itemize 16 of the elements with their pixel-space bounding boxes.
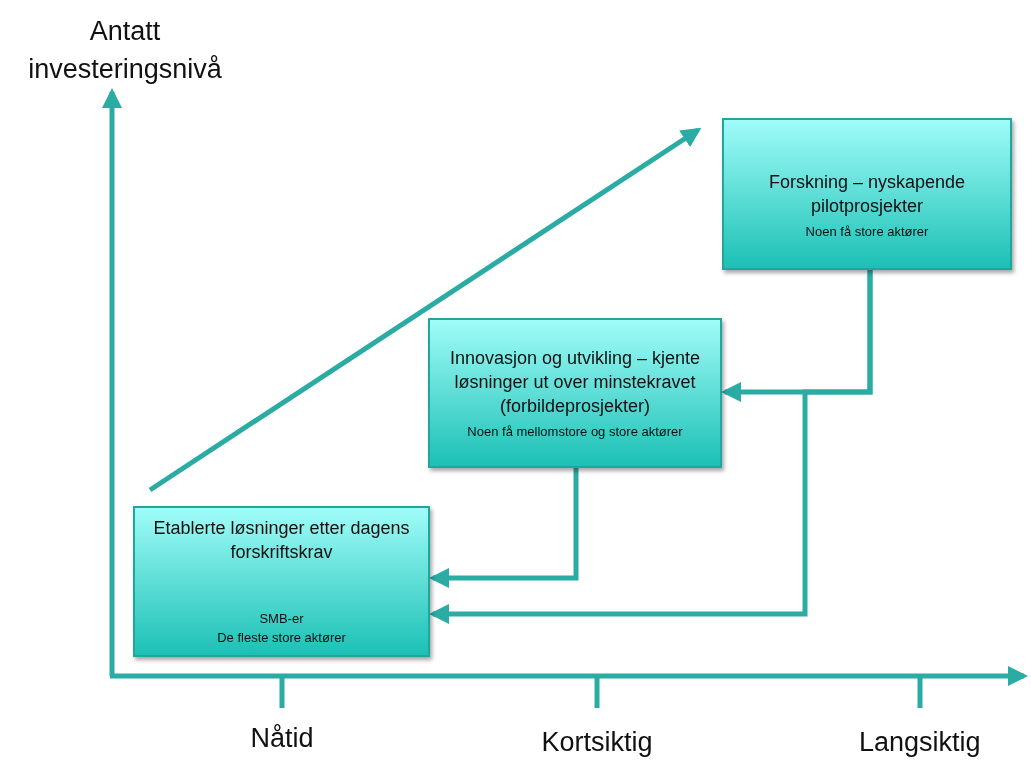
axis-label: Kortsiktig bbox=[541, 726, 653, 758]
stage-box bbox=[722, 118, 1012, 270]
actor-note: Noen få store aktører bbox=[805, 223, 929, 241]
axis-label: Nåtid bbox=[250, 722, 314, 754]
arrow bbox=[429, 468, 579, 588]
arrow bbox=[429, 270, 873, 624]
axis-title: Antatt investeringsnivå bbox=[27, 15, 223, 86]
actor-note: De fleste store aktører bbox=[217, 629, 346, 647]
actor-note: Noen få mellomstore og store aktører bbox=[467, 422, 683, 441]
axis-label: Langsiktig bbox=[859, 726, 981, 758]
stage-title: Innovasjon og utvikling – kjente løsninger ut over minstekravet (forbildeprosjekter) bbox=[448, 346, 702, 418]
stage-title: Forskning – nyskapende pilotprosjekter bbox=[767, 171, 967, 218]
stage-box bbox=[133, 506, 430, 657]
actor-note: SMB-er bbox=[258, 610, 305, 628]
stage-title: Etablerte løsninger etter dagens forskriftskrav bbox=[152, 517, 411, 564]
stage-box bbox=[428, 318, 722, 468]
